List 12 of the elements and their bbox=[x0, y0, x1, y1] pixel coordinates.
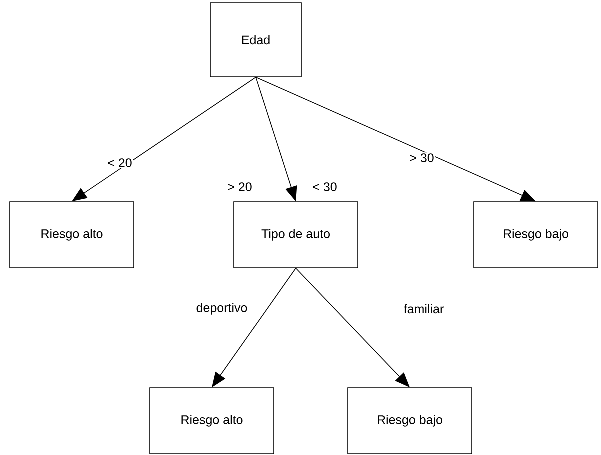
range-label: < 30 bbox=[312, 182, 338, 192]
edge-label: deportivo bbox=[195, 302, 249, 316]
decision-box: Edad bbox=[210, 2, 302, 78]
decision-box: Riesgo alto bbox=[150, 388, 274, 454]
decision-box: Tipo de auto bbox=[234, 202, 358, 268]
decision-box: Riesgo bajo bbox=[348, 388, 472, 454]
edge-label: < 20 bbox=[106, 158, 134, 168]
edge-label: > 30 bbox=[408, 152, 436, 164]
edge-label: familiar bbox=[402, 303, 446, 315]
decision-box: Riesgo alto bbox=[10, 202, 134, 268]
decision-box: Riesgo bajo bbox=[474, 202, 598, 268]
edge-label: > 20 bbox=[226, 182, 254, 192]
